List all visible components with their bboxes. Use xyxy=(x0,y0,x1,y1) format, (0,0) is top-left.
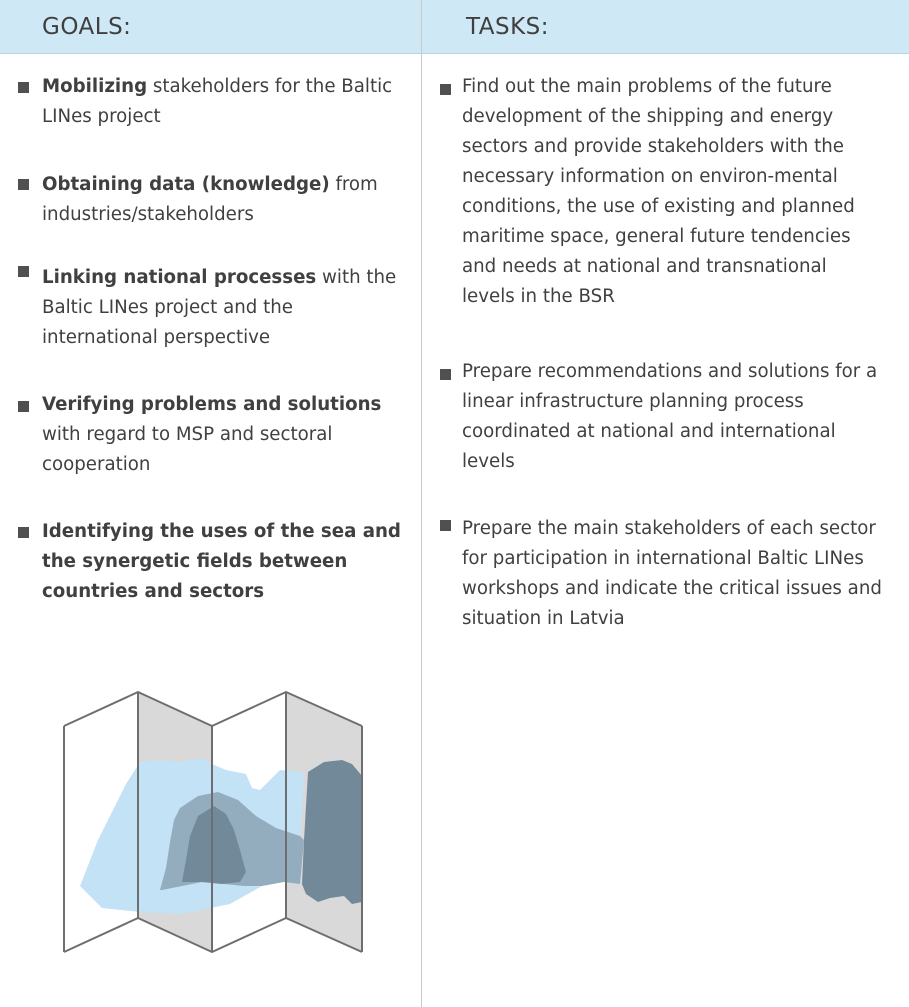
goal-item: Identifying the uses of the sea and the … xyxy=(42,521,401,602)
folded-map-icon xyxy=(63,691,363,953)
bullet-icon xyxy=(440,520,451,531)
goal-item: Linking national processes with the Balt… xyxy=(42,267,397,348)
task-item: Prepare recommendations and solutions fo… xyxy=(462,361,878,472)
land-region-dark-right xyxy=(302,760,362,904)
bullet-icon xyxy=(18,82,29,93)
bullet-icon xyxy=(18,266,29,277)
header-bar xyxy=(0,0,909,54)
goal-item: Mobilizing stakeholders for the Baltic L… xyxy=(42,76,393,127)
bullet-icon xyxy=(440,369,451,380)
task-item: Find out the main problems of the future… xyxy=(462,76,855,307)
goals-heading: GOALS: xyxy=(42,14,132,40)
land-region-dark-left xyxy=(182,806,246,884)
bullet-icon xyxy=(18,527,29,538)
task-item: Prepare the main stakeholders of each se… xyxy=(462,518,882,629)
bullet-icon xyxy=(18,401,29,412)
goal-item: Verifying problems and solutions with re… xyxy=(42,394,382,475)
tasks-heading: TASKS: xyxy=(466,14,550,40)
bullet-icon xyxy=(18,179,29,190)
column-divider xyxy=(421,0,422,1007)
bullet-icon xyxy=(440,84,451,95)
goal-item: Obtaining data (knowledge) from industri… xyxy=(42,174,378,225)
